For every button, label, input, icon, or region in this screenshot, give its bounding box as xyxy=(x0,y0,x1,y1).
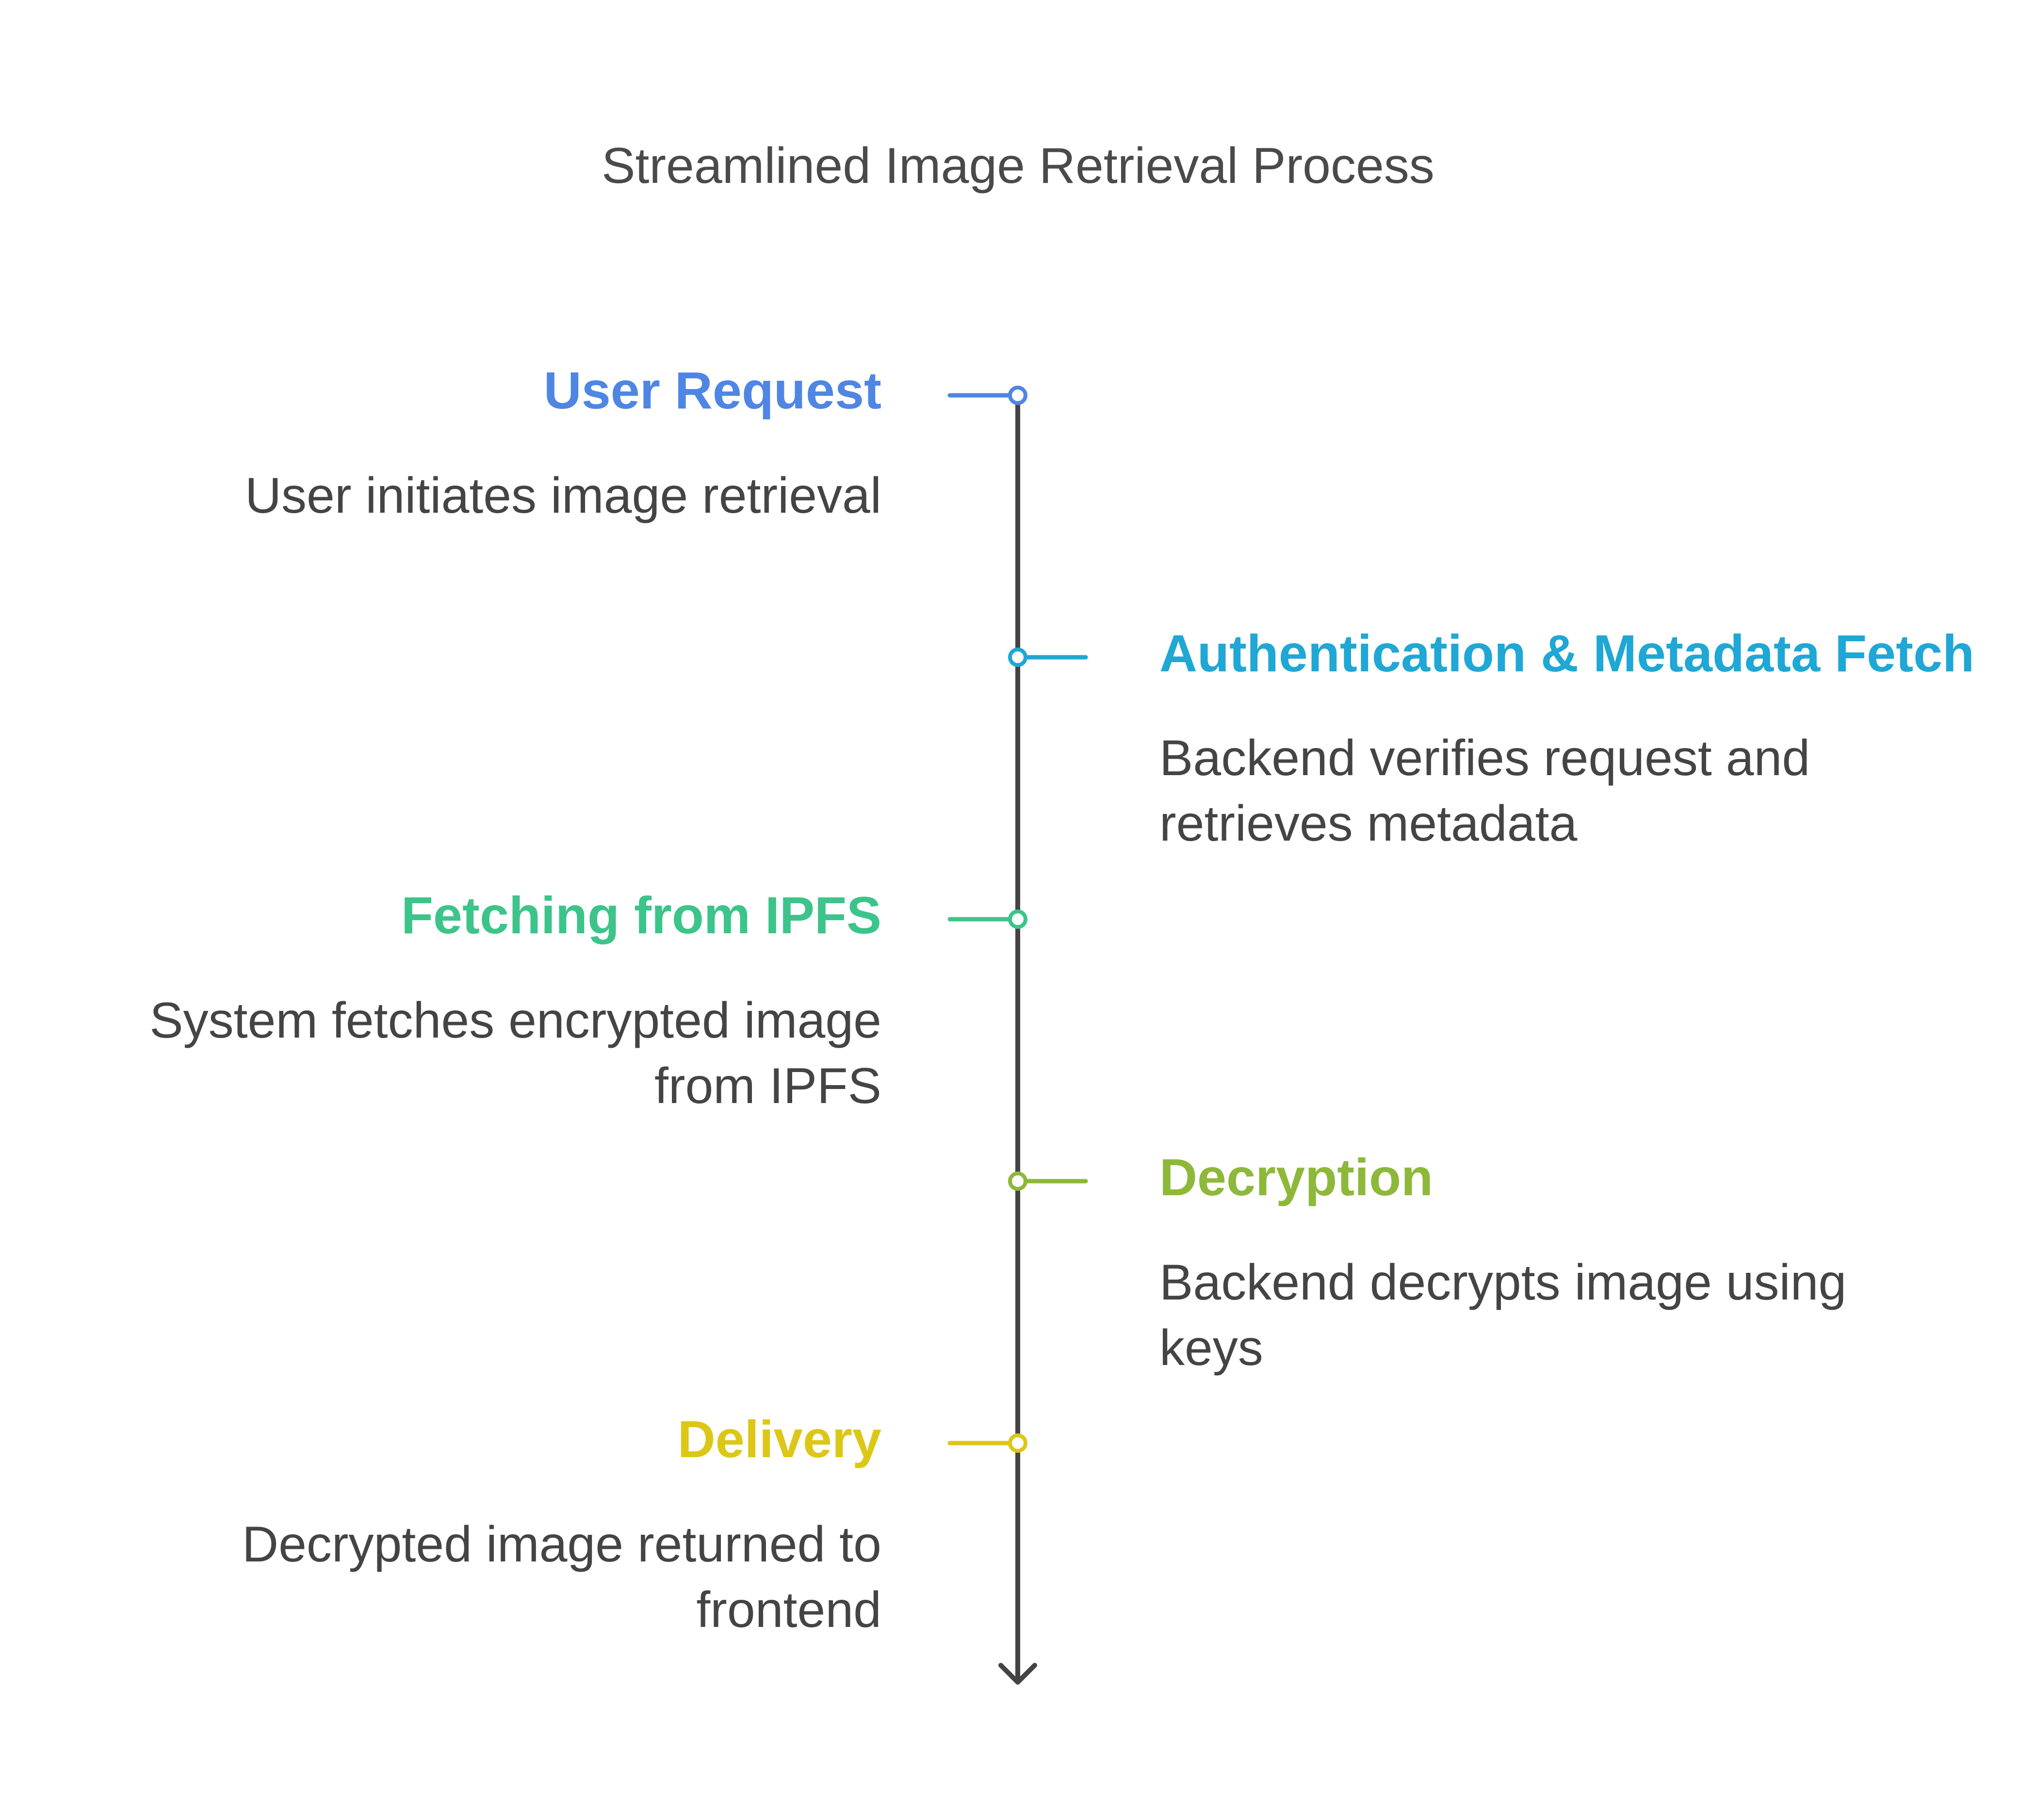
step-title-fetching-ipfs: Fetching from IPFS xyxy=(401,886,881,944)
step-desc-user-request: User initiates image retrieval xyxy=(244,468,881,524)
step-title-delivery: Delivery xyxy=(677,1410,881,1468)
step-markers xyxy=(947,386,1088,1453)
step-node xyxy=(1008,1171,1027,1191)
step-title-authentication: Authentication & Metadata Fetch xyxy=(1159,624,1975,682)
step-desc-fetching-ipfs: System fetches encrypted image from IPFS xyxy=(149,992,881,1115)
timeline-arrow-head xyxy=(998,1663,1037,1685)
step-node xyxy=(1008,386,1027,405)
step-title-decryption: Decryption xyxy=(1159,1148,1433,1206)
diagram-title: Streamlined Image Retrieval Process xyxy=(602,138,1434,194)
step-desc-delivery: Decrypted image returned to frontend xyxy=(242,1516,881,1639)
step-node xyxy=(1008,1433,1027,1453)
step-desc-decryption: Backend decrypts image using keys xyxy=(1159,1254,1847,1377)
step-node xyxy=(1008,910,1027,929)
step-title-user-request: User Request xyxy=(543,361,881,420)
step-node xyxy=(1008,648,1027,667)
step-desc-authentication: Backend verifies request and retrieves m… xyxy=(1159,730,1810,852)
